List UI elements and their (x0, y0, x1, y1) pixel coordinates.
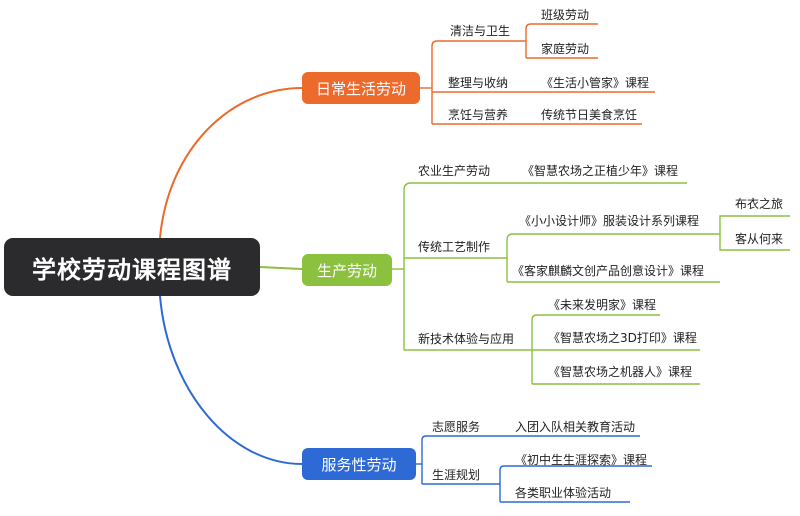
leaf-life-manager-course: 《生活小管家》课程 (541, 76, 650, 90)
leaf-festival-cooking: 传统节日美食烹饪 (541, 108, 638, 122)
topic-volunteer: 志愿服务 (432, 420, 481, 434)
topic-traditional-craft: 传统工艺制作 (418, 240, 491, 254)
branch-service-labor: 服务性劳动 (302, 448, 416, 480)
leaf-future-inventor-course: 《未来发明家》课程 (548, 298, 657, 312)
topic-new-tech: 新技术体验与应用 (418, 332, 515, 346)
leaf-3d-print-course: 《智慧农场之3D打印》课程 (548, 331, 697, 345)
leaf-little-designer-course: 《小小设计师》服装设计系列课程 (519, 214, 700, 228)
root-title: 学校劳动课程图谱 (4, 238, 260, 296)
branch-daily-labor: 日常生活劳动 (302, 72, 420, 104)
topic-cooking: 烹饪与营养 (448, 108, 509, 122)
leaf-career-explore-course: 《初中生生涯探索》课程 (515, 453, 648, 467)
leaf-cloth-journey: 布衣之旅 (735, 197, 784, 211)
topic-agriculture: 农业生产劳动 (418, 164, 491, 178)
leaf-class-labor: 班级劳动 (541, 8, 590, 22)
daily-subtree-lines (420, 23, 655, 125)
leaf-robot-course: 《智慧农场之机器人》课程 (548, 365, 693, 379)
topic-career-planning: 生涯规划 (432, 468, 481, 482)
root-to-service-connector (159, 295, 303, 465)
leaf-career-experience: 各类职业体验活动 (515, 486, 612, 500)
leaf-league-education: 入团入队相关教育活动 (515, 420, 636, 434)
leaf-smart-farm-course: 《智慧农场之正植少年》课程 (522, 164, 679, 178)
root-to-production-connector (259, 266, 303, 270)
topic-cleaning: 清洁与卫生 (450, 24, 511, 38)
branch-production-labor: 生产劳动 (302, 254, 392, 286)
leaf-hakka-qilin-course: 《客家麒麟文创产品创意设计》课程 (512, 264, 705, 278)
topic-organizing: 整理与收纳 (448, 76, 509, 90)
root-to-daily-connector (159, 87, 303, 239)
leaf-home-labor: 家庭劳动 (541, 42, 590, 56)
service-subtree-lines (416, 435, 652, 503)
leaf-where-from: 客从何来 (735, 232, 784, 246)
production-subtree-lines (392, 182, 790, 385)
